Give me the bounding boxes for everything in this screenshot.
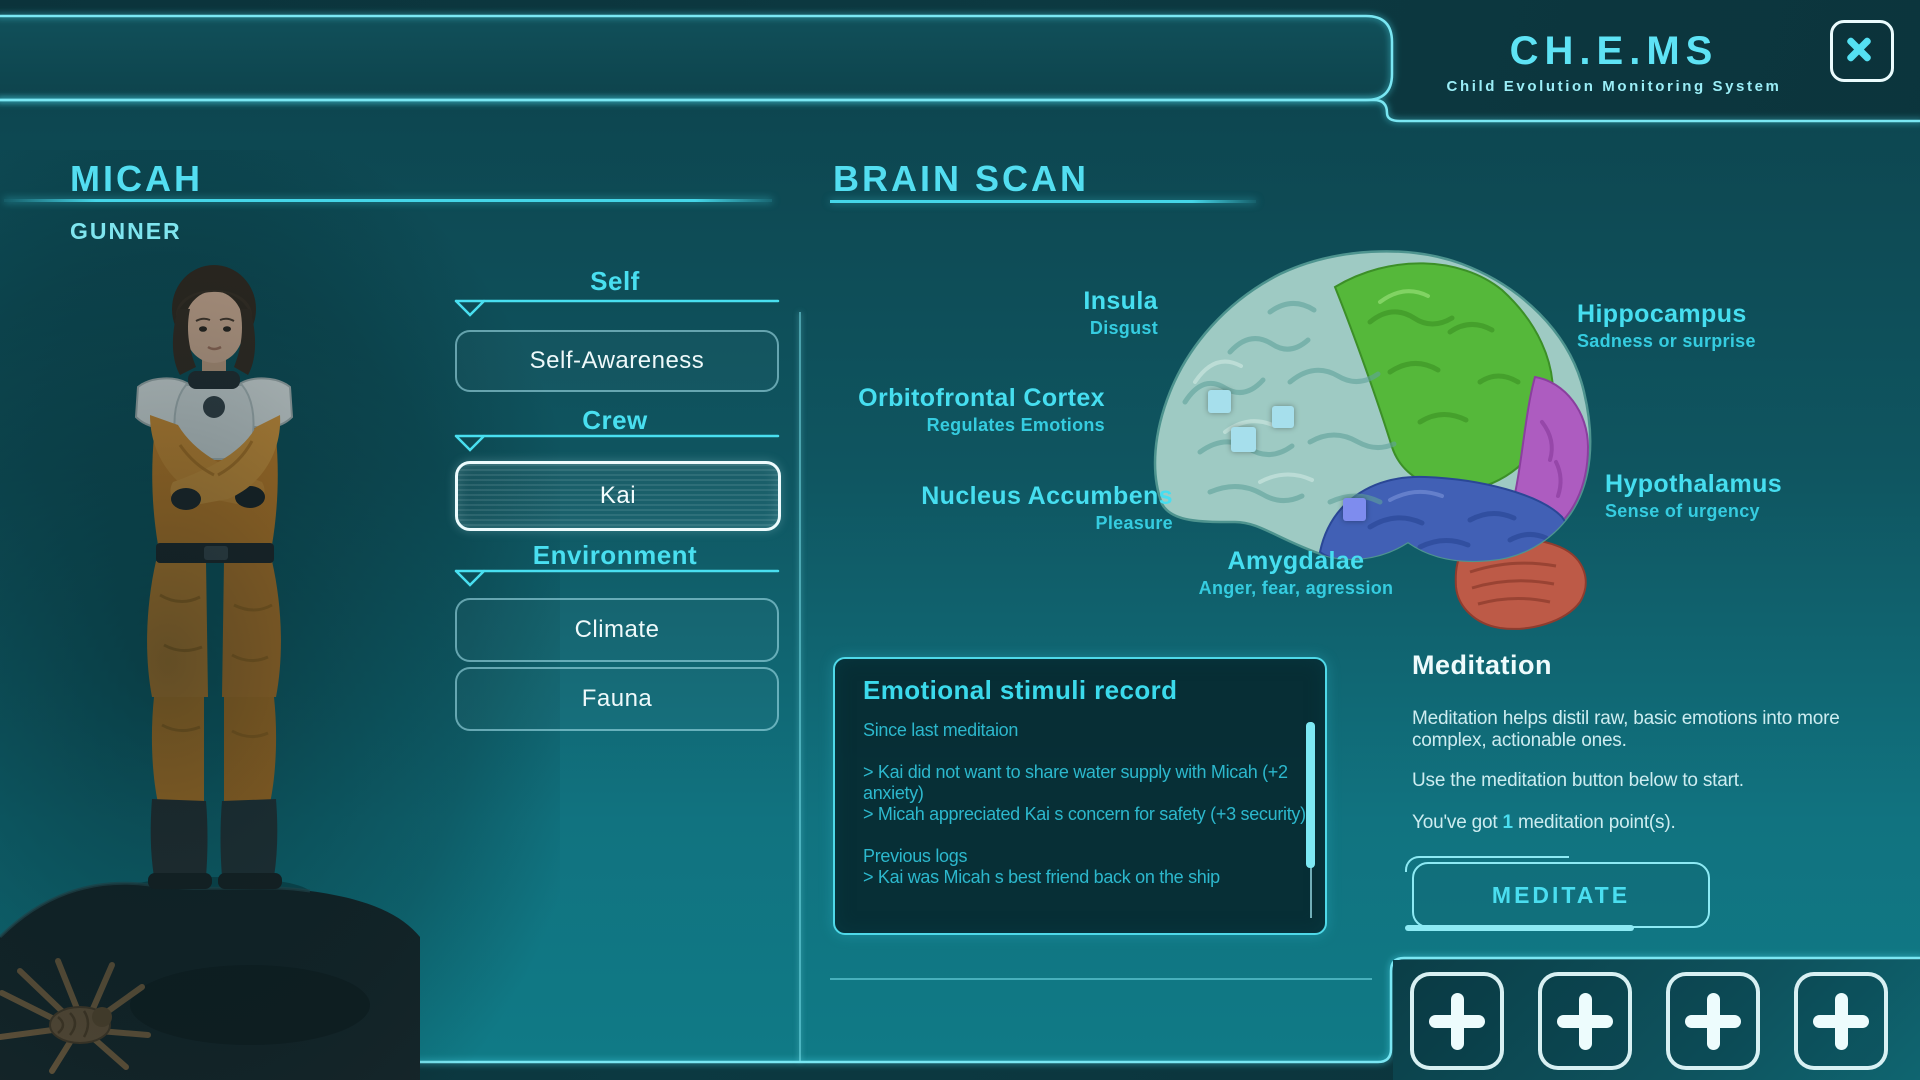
stimulus-marker[interactable] — [1231, 427, 1256, 452]
close-button[interactable] — [1830, 20, 1894, 82]
menu-item-label: Fauna — [581, 685, 653, 712]
stimulus-marker[interactable] — [1272, 406, 1294, 428]
app-title: CH.E.MS — [1509, 29, 1719, 73]
menu-item-kai[interactable]: Kai — [455, 461, 781, 531]
record-entry: > Kai was Micah s best friend back on th… — [863, 867, 1220, 887]
brain-scan-underline — [830, 200, 1256, 203]
stimulus-marker[interactable] — [1208, 390, 1231, 413]
region-label-hypothalamus: Hypothalamus Sense of urgency — [1605, 470, 1783, 521]
section-rule-chevron-icon — [454, 434, 780, 452]
add-slot-button[interactable] — [1666, 972, 1760, 1070]
meditation-instruction: Use the meditation button below to start… — [1412, 770, 1744, 791]
meditation-description: Meditation helps distil raw, basic emoti… — [1412, 708, 1840, 751]
column-divider — [799, 312, 801, 1062]
menu-item-label: Self-Awareness — [529, 347, 705, 374]
brain-scan-title: BRAIN SCAN — [833, 158, 1090, 199]
region-label-amygdalae: Amygdalae Anger, fear, agression — [1198, 547, 1394, 598]
brain-image — [1153, 250, 1592, 630]
plus-icon — [1579, 993, 1592, 1050]
section-rule-chevron-icon — [454, 299, 780, 317]
add-slot-button[interactable] — [1410, 972, 1504, 1070]
stimulus-marker[interactable] — [1343, 498, 1366, 521]
menu-section-environment: Environment — [532, 540, 698, 570]
record-divider — [830, 978, 1372, 980]
region-label-orbitofrontal-cortex: Orbitofrontal Cortex Regulates Emotions — [858, 384, 1105, 435]
subject-name-underline — [4, 199, 772, 202]
plus-icon — [1451, 993, 1464, 1050]
plus-icon — [1707, 993, 1720, 1050]
emotional-stimuli-record-panel: Emotional stimuli record Since last medi… — [833, 657, 1327, 935]
add-slot-button[interactable] — [1538, 972, 1632, 1070]
app-title-block: CH.E.MS Child Evolution Monitoring Syste… — [1398, 14, 1830, 110]
record-entry: > Micah appreciated Kai s concern for sa… — [863, 804, 1306, 824]
meditation-title: Meditation — [1412, 650, 1552, 680]
menu-item-self-awareness[interactable]: Self-Awareness — [455, 330, 779, 392]
menu-item-label: Climate — [574, 616, 660, 643]
record-scrollbar-thumb[interactable] — [1306, 722, 1315, 868]
record-previous-label: Previous logs — [863, 846, 968, 866]
menu-item-label: Kai — [599, 482, 637, 509]
region-label-nucleus-accumbens: Nucleus Accumbens Pleasure — [921, 482, 1173, 533]
meditate-button[interactable]: MEDITATE — [1405, 856, 1710, 931]
meditation-points: You've got 1 meditation point(s). — [1412, 812, 1676, 833]
region-label-hippocampus: Hippocampus Sadness or surprise — [1577, 300, 1756, 351]
meditate-button-label: MEDITATE — [1491, 881, 1631, 908]
subject-name: MICAH — [70, 158, 203, 199]
subject-role: GUNNER — [70, 218, 182, 244]
menu-item-fauna[interactable]: Fauna — [455, 667, 779, 731]
section-rule-chevron-icon — [454, 569, 780, 587]
region-label-insula: Insula Disgust — [1083, 287, 1158, 338]
record-since-label: Since last meditaion — [863, 720, 1019, 740]
menu-item-climate[interactable]: Climate — [455, 598, 779, 662]
record-title: Emotional stimuli record — [863, 675, 1178, 705]
meditation-points-value: 1 — [1502, 812, 1514, 833]
record-body: Since last meditaion > Kai did not want … — [863, 720, 1313, 888]
menu-section-self: Self — [590, 266, 640, 296]
app-subtitle: Child Evolution Monitoring System — [1446, 78, 1782, 95]
plus-icon — [1835, 993, 1848, 1050]
add-slot-button[interactable] — [1794, 972, 1888, 1070]
menu-section-crew: Crew — [582, 405, 648, 435]
record-entry: > Kai did not want to share water supply… — [863, 762, 1288, 803]
character-portrait — [0, 265, 420, 1080]
